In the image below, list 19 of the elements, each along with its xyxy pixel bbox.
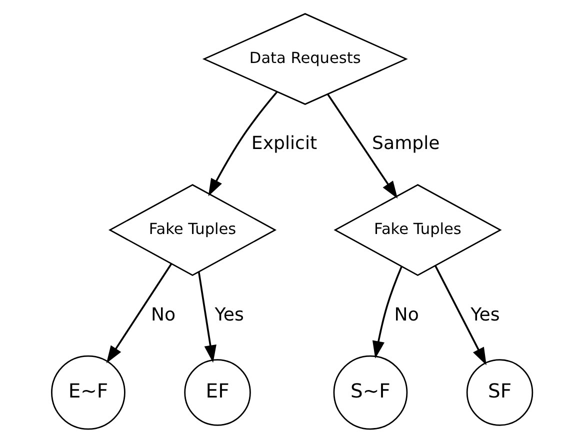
edge-label: No [151,304,176,326]
arrow [106,263,172,364]
node-diamond: Fake Tuples [334,184,502,276]
edge-label: No [394,304,419,326]
arrow [208,91,278,196]
arrow [372,266,402,359]
node-circle: E~F [51,355,126,430]
node-diamond: Data Requests [202,13,408,105]
edge-label: Explicit [251,133,318,154]
node-circle: EF [184,359,251,426]
edge-label: Yes [214,304,244,326]
node-circle: SF [466,359,534,426]
arrow [434,265,486,366]
node-diamond: Fake Tuples [108,184,277,276]
arrow [327,94,398,199]
edge-label: Yes [470,304,500,326]
arrow [198,272,216,363]
node-circle: S~F [333,355,408,430]
edge-label: Sample [372,133,440,154]
